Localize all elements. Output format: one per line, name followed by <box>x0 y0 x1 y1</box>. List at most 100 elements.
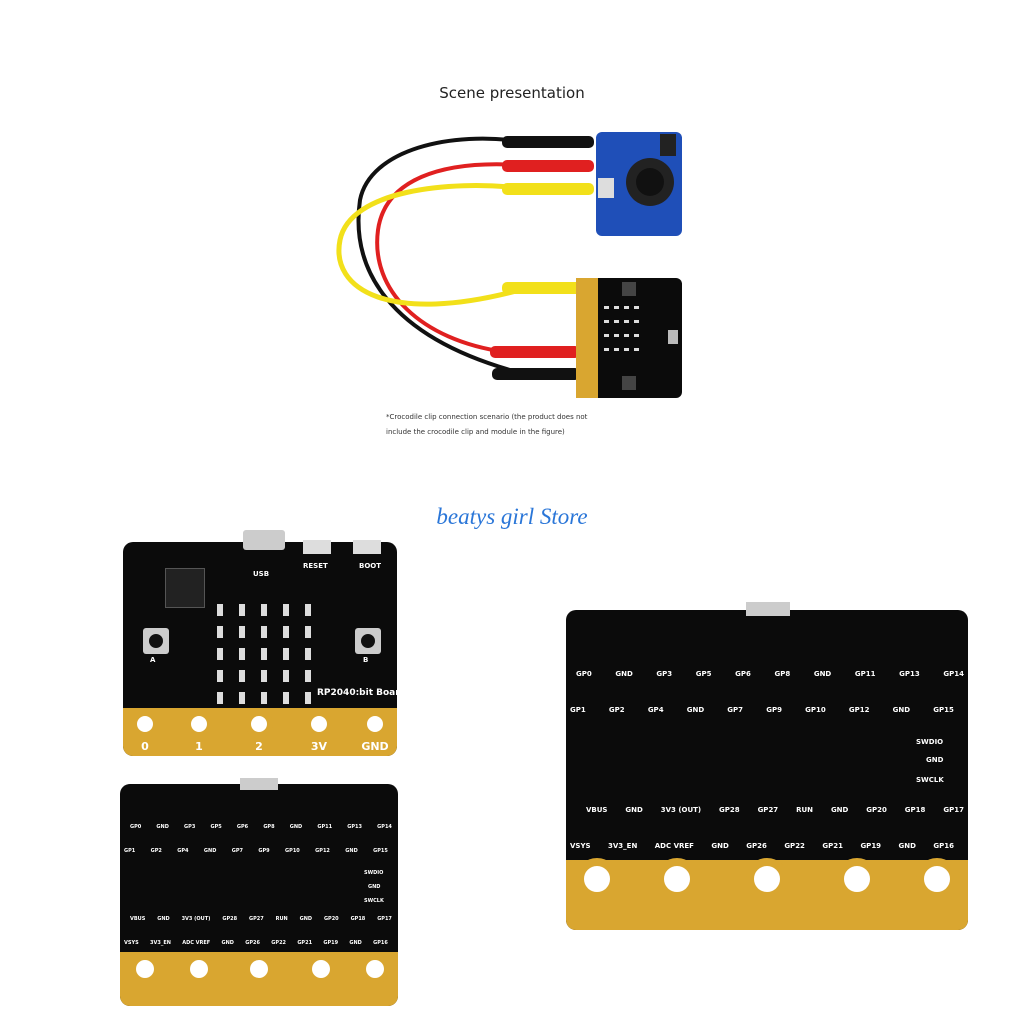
hole <box>244 954 274 984</box>
reset-button[interactable] <box>303 540 331 554</box>
pin-label: ADC VREF <box>182 940 211 946</box>
pin-label: VSYS <box>124 940 139 946</box>
scene-caption: *Crocodile clip connection scenario (the… <box>386 410 626 440</box>
large-top-row2: GP1 GP2 GP4 GND GP7 GP9 GP10 GP12 GND GP… <box>570 706 954 714</box>
small-bottom-row2: VSYS 3V3_EN ADC VREF GND GP26 GP22 GP21 … <box>124 940 388 946</box>
pin-label: GP16 <box>933 842 954 850</box>
pin-label: GND <box>892 706 911 714</box>
hole <box>656 858 698 900</box>
pin-label: GP26 <box>245 940 260 946</box>
pin-label: GP27 <box>757 806 779 814</box>
pad-2[interactable] <box>245 710 273 738</box>
button-b[interactable] <box>355 628 381 654</box>
usb-connector <box>243 530 285 550</box>
pin-label: VBUS <box>586 806 608 814</box>
crocodile-clip-scene <box>336 132 682 398</box>
boot-label: BOOT <box>359 562 382 570</box>
pin-label: GP18 <box>350 916 366 922</box>
pin-label: GP22 <box>271 940 287 946</box>
pin-label: GND <box>830 806 849 814</box>
boot-button[interactable] <box>353 540 381 554</box>
pad-label-gnd: GND <box>361 740 389 753</box>
pin-label: GP11 <box>854 670 876 678</box>
pad-gnd[interactable] <box>361 710 389 738</box>
pin-label: GP12 <box>848 706 870 714</box>
pin-label: ADC VREF <box>654 842 694 850</box>
pin-label: GP9 <box>766 706 782 714</box>
pin-label: GND <box>349 940 362 946</box>
pin-label: 3V3 (OUT) <box>181 916 211 922</box>
hole <box>184 954 214 984</box>
pin-label: GP13 <box>347 824 362 830</box>
side-label-swdio: SWDIO <box>364 870 384 876</box>
button-b-label: B <box>363 656 369 664</box>
pin-label: GP7 <box>231 848 244 854</box>
pin-label: RUN <box>275 916 288 922</box>
pin-label: GP10 <box>805 706 826 714</box>
pin-label: GP8 <box>263 824 275 830</box>
usb-connector-large <box>746 602 790 616</box>
pin-label: 3V3_EN <box>608 842 638 850</box>
pin-label: GP14 <box>377 824 392 830</box>
pin-label: GP11 <box>317 824 333 830</box>
pin-label: 3V3_EN <box>150 940 171 946</box>
usb-connector-small <box>240 778 278 790</box>
led-matrix <box>217 604 311 704</box>
pin-label: GP21 <box>297 940 313 946</box>
pin-label: GP13 <box>899 670 920 678</box>
pin-label: GP28 <box>719 806 740 814</box>
pin-label: GP18 <box>904 806 926 814</box>
pin-label: GP9 <box>258 848 270 854</box>
pin-label: GND <box>686 706 705 714</box>
button-a[interactable] <box>143 628 169 654</box>
pin-label: GP10 <box>285 848 300 854</box>
reset-label: RESET <box>303 562 328 570</box>
pin-label: GP6 <box>236 824 249 830</box>
rp2040-chip <box>165 568 205 608</box>
pin-label: GND <box>345 848 358 854</box>
back-board-large: GP0 GND GP3 GP5 GP6 GP8 GND GP11 GP13 GP… <box>566 602 968 930</box>
pin-label: GP12 <box>315 848 330 854</box>
small-board <box>576 278 682 398</box>
side-label-swdio: SWDIO <box>916 738 944 746</box>
pin-label: GP20 <box>323 916 339 922</box>
pad-0[interactable] <box>131 710 159 738</box>
pin-label: GP1 <box>124 848 136 854</box>
usb-label: USB <box>253 570 270 578</box>
button-a-label: A <box>150 656 156 664</box>
pin-label: GP1 <box>570 706 586 714</box>
back-board-small: GP0 GND GP3 GP5 GP6 GP8 GND GP11 GP13 GP… <box>120 778 398 1006</box>
pin-label: GP4 <box>177 848 189 854</box>
pad-label-3v: 3V <box>310 740 328 753</box>
pin-label: GP20 <box>866 806 887 814</box>
pad-label-1: 1 <box>195 740 203 753</box>
pin-label: GP4 <box>647 706 664 714</box>
pin-label: GND <box>221 940 234 946</box>
pin-label: VBUS <box>130 916 146 922</box>
large-bottom-row2: VSYS 3V3_EN ADC VREF GND GP26 GP22 GP21 … <box>570 842 954 850</box>
pin-label: GP17 <box>943 806 964 814</box>
hole <box>916 858 958 900</box>
pin-label: GP15 <box>373 848 388 854</box>
hole <box>306 954 336 984</box>
pad-label-0: 0 <box>141 740 149 753</box>
hole <box>746 858 788 900</box>
pin-label: GP17 <box>377 916 392 922</box>
pin-label: GP7 <box>727 706 744 714</box>
pad-3v[interactable] <box>305 710 333 738</box>
pin-label: GP22 <box>784 842 805 850</box>
pin-label: GND <box>156 824 169 830</box>
pin-label: 3V3 (OUT) <box>660 806 702 814</box>
pin-label: GP26 <box>746 842 767 850</box>
pin-label: GP6 <box>735 670 751 678</box>
pin-label: GND <box>813 670 832 678</box>
hole <box>360 954 390 984</box>
pin-label: GP15 <box>933 706 954 714</box>
pin-label: VSYS <box>570 842 591 850</box>
pad-1[interactable] <box>185 710 213 738</box>
pin-label: GP19 <box>323 940 339 946</box>
hole <box>836 858 878 900</box>
pin-label: RUN <box>796 806 814 814</box>
pin-label: GP28 <box>222 916 238 922</box>
caption-line-1: *Crocodile clip connection scenario (the… <box>386 413 588 421</box>
